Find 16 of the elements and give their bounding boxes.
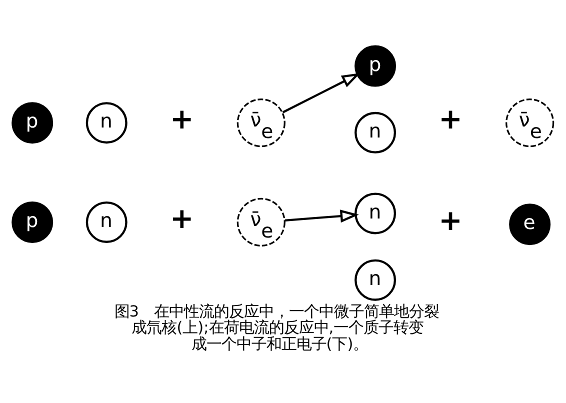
label: + <box>438 102 462 136</box>
label: + <box>170 102 194 136</box>
node-circle: n <box>354 192 396 234</box>
node-circle: n <box>354 111 396 153</box>
node-circle: p <box>354 44 396 86</box>
caption: 图3 在中性流的反应中，一个中微子简单地分裂成氘核(上);在荷电流的反应中,一个质子转变成一个中子和正电子(下)。 <box>114 302 439 353</box>
node-circle: p <box>12 200 54 242</box>
node-circle: n <box>86 200 128 242</box>
node-circle: e <box>509 203 551 245</box>
arrow <box>282 72 360 113</box>
label: + <box>170 201 194 234</box>
node-circle: n <box>354 258 396 300</box>
node-circle: n <box>86 102 128 144</box>
node-circle: p <box>12 102 54 144</box>
arrow <box>284 209 359 222</box>
label: + <box>438 204 462 237</box>
